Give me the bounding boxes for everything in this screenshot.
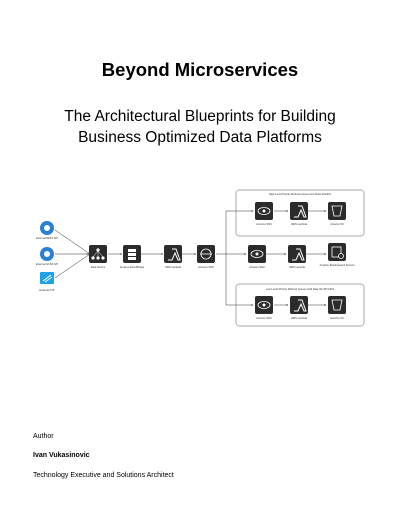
author-name: Ivan Vukasinovic (33, 452, 90, 459)
sns-label: Amazon SNS (198, 265, 214, 269)
eventbridge-label-1: Amazon EventBridge (120, 265, 145, 269)
low-priority-group-title: Low Level Priority Refined Queue Cold Da… (266, 287, 335, 291)
low-s3-label: Amazon S3 (330, 316, 344, 320)
low-sns-label: Amazon SNS (256, 316, 272, 320)
source-rest-api-icon (40, 221, 54, 235)
low-lambda-label: AWS Lambda (291, 316, 307, 320)
lambda-label: AWS Lambda (165, 265, 181, 269)
author-label: Author (33, 433, 54, 440)
low-sns-icon (255, 296, 273, 314)
mid-lambda-icon (288, 245, 306, 263)
data-source-label: Data Source (91, 265, 106, 269)
eventbridge-icon (123, 245, 141, 263)
data-source-icon (89, 245, 107, 263)
lambda-icon (164, 245, 182, 263)
source-gcsf-api-icon (40, 247, 54, 261)
mid-elasticsearch-label: Amazon Elasticsearch Service (319, 263, 355, 267)
source-gcsf-api-label: External GCSF API (36, 262, 58, 266)
mid-start-icon (248, 245, 266, 263)
book-subtitle: The Architectural Blueprints for Buildin… (0, 106, 400, 148)
subtitle-line-2: Business Optimized Data Platforms (78, 129, 322, 146)
high-sns-label: Amazon SNS (256, 222, 272, 226)
author-role: Technology Executive and Solutions Archi… (33, 472, 174, 479)
source-rest-api-label: External REST API (36, 236, 58, 240)
sns-icon (197, 245, 215, 263)
connectors (54, 210, 327, 306)
high-lambda-icon (290, 202, 308, 220)
high-sns-icon (255, 202, 273, 220)
source-ftp-icon (40, 272, 54, 284)
mid-start-label: Amazon Start (249, 265, 265, 269)
high-lambda-label: AWS Lambda (291, 222, 307, 226)
low-lambda-icon (290, 296, 308, 314)
source-ftp-label: External FTP (39, 288, 54, 292)
mid-lambda-label: AWS Lambda (289, 265, 305, 269)
architecture-diagram: High Level Priority Refined Queue Hot Da… (36, 189, 365, 327)
book-title: Beyond Microservices (101, 59, 299, 80)
subtitle-line-1: The Architectural Blueprints for Buildin… (64, 108, 336, 125)
high-priority-group-box (235, 189, 365, 237)
high-s3-icon (328, 202, 346, 220)
high-priority-group-title: High Level Priority Refined Queue Hot Da… (269, 192, 331, 196)
mid-elasticsearch-icon (328, 243, 346, 261)
low-s3-icon (328, 296, 346, 314)
high-s3-label: Amazon S3 (330, 222, 344, 226)
